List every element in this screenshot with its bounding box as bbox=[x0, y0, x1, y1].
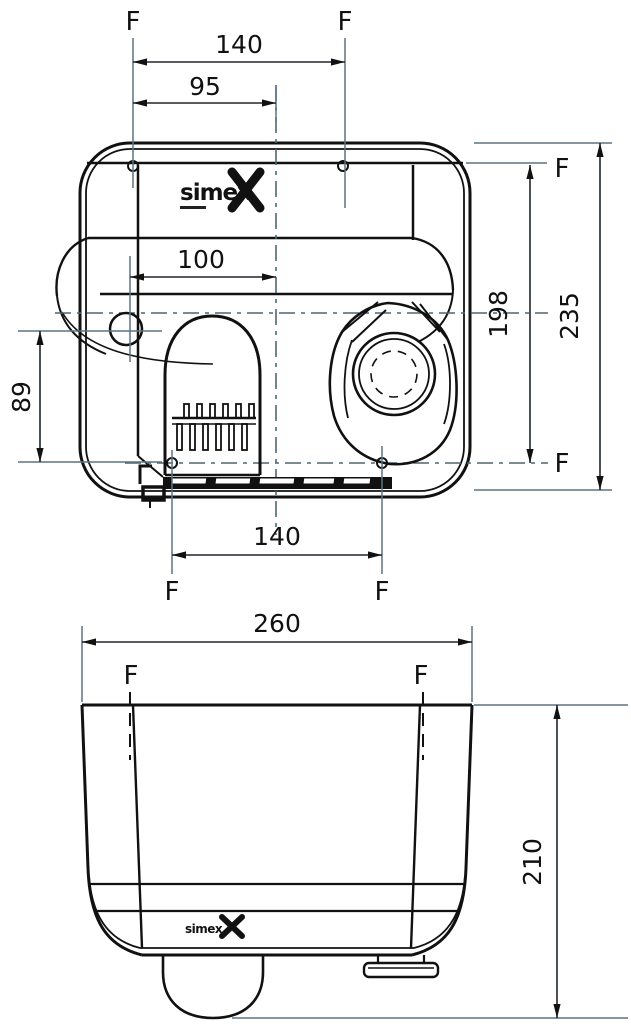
fixing-label-bottom-left: F bbox=[165, 577, 180, 607]
brand-logo-front: simex bbox=[180, 167, 265, 213]
fixing-label-top-left: F bbox=[126, 7, 141, 37]
wall-clamp-detail bbox=[138, 464, 166, 508]
fixing-label-right-lower: F bbox=[555, 449, 570, 479]
front-body-inner-contour bbox=[85, 148, 465, 492]
bottom-body-outline bbox=[80, 703, 474, 957]
brand-tagline bbox=[180, 206, 206, 209]
rotating-nozzle bbox=[328, 301, 458, 466]
front-view: simex bbox=[7, 7, 612, 607]
brand-x-icon bbox=[219, 914, 245, 939]
dim-label-top-partial: 95 bbox=[189, 72, 221, 101]
side-hole bbox=[108, 311, 144, 347]
bottom-cover-right-wall bbox=[409, 704, 422, 949]
brand-x-icon bbox=[227, 167, 265, 213]
dim-label-center-offset: 100 bbox=[177, 245, 225, 274]
dim-label-side-height: 89 bbox=[7, 381, 36, 413]
brand-logo-bottom: simex bbox=[185, 914, 245, 939]
front-body-outline bbox=[78, 141, 472, 499]
fixing-label-bottom-right: F bbox=[375, 577, 390, 607]
fixing-label-bv-right: F bbox=[414, 661, 429, 691]
fixing-label-top-right: F bbox=[338, 7, 353, 37]
bottom-dimension-lines bbox=[82, 638, 561, 1018]
dim-label-overall-depth: 210 bbox=[518, 838, 547, 886]
bottom-view: simex 260 210 F F bbox=[80, 609, 628, 1020]
bottom-cover-left-wall bbox=[131, 704, 144, 949]
grille-teeth bbox=[176, 403, 255, 451]
nozzle-dome bbox=[161, 955, 265, 1020]
fixing-label-right-upper: F bbox=[555, 154, 570, 184]
front-extension-lines bbox=[18, 38, 612, 574]
air-outlet-arch bbox=[163, 314, 262, 477]
dim-label-fixing-height: 198 bbox=[484, 290, 513, 338]
bottom-slot-strip bbox=[163, 477, 392, 489]
dim-label-bottom-fixing-width: 140 bbox=[253, 522, 301, 551]
front-dimension-lines bbox=[36, 58, 604, 559]
brand-logo-text: simex bbox=[185, 922, 223, 936]
dim-label-overall-width: 260 bbox=[253, 609, 301, 638]
fixing-label-bv-left: F bbox=[124, 661, 139, 691]
dim-label-top-overall: 140 bbox=[215, 30, 263, 59]
foot-pad bbox=[362, 955, 440, 979]
dim-label-overall-height: 235 bbox=[555, 292, 584, 340]
